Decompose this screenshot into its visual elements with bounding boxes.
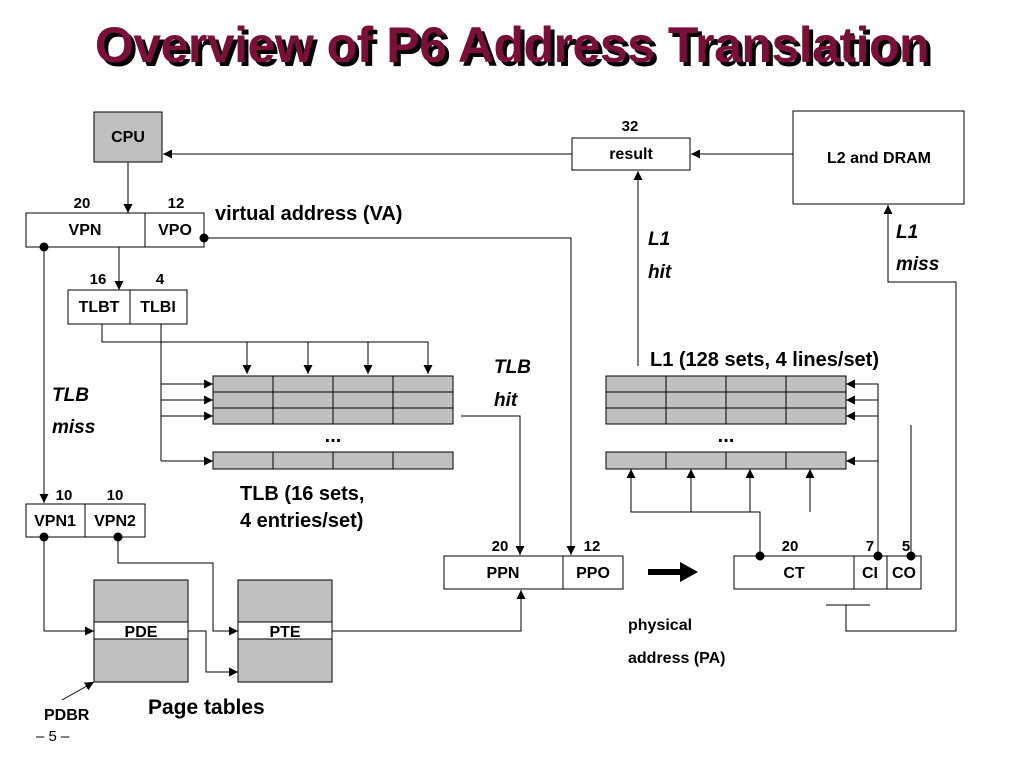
vpn2-label: VPN2 [94,513,136,530]
l2-dram-box: L2 and DRAM [792,110,965,205]
page-directory: PDE [93,579,189,683]
cpu-box: CPU [93,111,163,163]
pde-to-pte-arrow [188,630,238,677]
tlb-ellipsis: ... [325,425,342,447]
ci-label: CI [862,565,878,582]
virtual-address: 20 12 VPN VPO virtual address (VA) [25,195,402,248]
tlb-hit-label-1: TLB [494,357,531,378]
l2-dram-label: L2 and DRAM [827,150,931,167]
l1-cache-label: L1 (128 sets, 4 lines/set) [650,349,879,371]
vpn-bits: 20 [74,195,91,212]
pa-equivalence-arrow [648,562,698,582]
result-label: result [609,146,653,163]
vpn1-to-pde-arrow [43,537,94,636]
ct-label: CT [783,565,805,582]
co-bits: 5 [902,538,910,555]
tlb-hit-label-2: hit [494,390,518,411]
vpn2-bits: 10 [107,487,124,504]
vpn1-label: VPN1 [34,513,76,530]
tlbt-tag-bus [101,324,428,343]
pde-label: PDE [125,624,158,641]
vpn-split-fields: 10 10 VPN1 VPN2 [25,487,146,538]
vpo-to-ppo-line [204,237,576,555]
ppo-bits: 12 [584,538,601,555]
ci-bits: 7 [866,538,874,555]
vpn2-to-pte-arrow [117,537,238,636]
ppn-label: PPN [487,565,520,582]
ct-bits: 20 [782,538,799,555]
tlb-hit-line [461,415,525,555]
physical-address-ct-ci-co: 20 7 5 CT CI CO [733,538,922,590]
tlb-caption-line2: 4 entries/set) [240,510,363,532]
vpn1-bits: 10 [56,487,73,504]
l1-ellipsis: ... [718,425,735,447]
pte-to-ppn-arrow [332,590,526,632]
l1-hit-label-2: hit [648,262,672,283]
tlbt-bits: 16 [90,271,107,288]
cpu-label: CPU [111,129,145,146]
physical-address-label-1: physical [628,617,692,634]
vpo-label: VPO [158,222,192,239]
page-table: PTE [237,579,333,683]
ppn-bits: 20 [492,538,509,555]
page-tables-label: Page tables [148,696,265,719]
tlbi-label: TLBI [140,299,176,316]
tlbi-bits: 4 [156,271,165,288]
result-box: 32 result [571,118,691,171]
vpo-bits: 12 [168,195,185,212]
l1-miss-path [845,205,957,632]
pte-label: PTE [269,624,300,641]
ppo-label: PPO [576,565,610,582]
tlb-miss-label-1: TLB [52,385,89,406]
pdbr-label: PDBR [44,707,90,724]
physical-address-ppn-ppo: 20 12 PPN PPO [443,538,624,590]
tlb-index-fields: 16 4 TLBT TLBI [67,271,188,325]
l1-cache-array: ... [605,375,847,470]
pdbr-arrow [61,681,95,701]
vpn-label: VPN [69,222,102,239]
tlb-caption-line1: TLB (16 sets, [240,483,364,505]
virtual-address-label: virtual address (VA) [215,203,402,225]
physical-address-label-2: address (PA) [628,650,726,667]
co-label: CO [892,565,916,582]
l1-miss-label-2: miss [896,254,939,275]
page-title-shadow: Overview of P6 Address Translation [98,21,934,77]
result-bits: 32 [622,118,639,135]
ci-set-select-line [846,379,879,556]
l1-hit-label-1: L1 [648,229,670,250]
tlbt-label: TLBT [79,299,120,316]
slide-number: – 5 – [36,728,70,745]
page-title: Overview of P6 Address Translation [94,17,930,73]
l1-miss-label-1: L1 [896,222,918,243]
tlb-array: ... [212,375,454,470]
tlb-miss-label-2: miss [52,417,95,438]
ct-tag-bus [626,469,761,556]
